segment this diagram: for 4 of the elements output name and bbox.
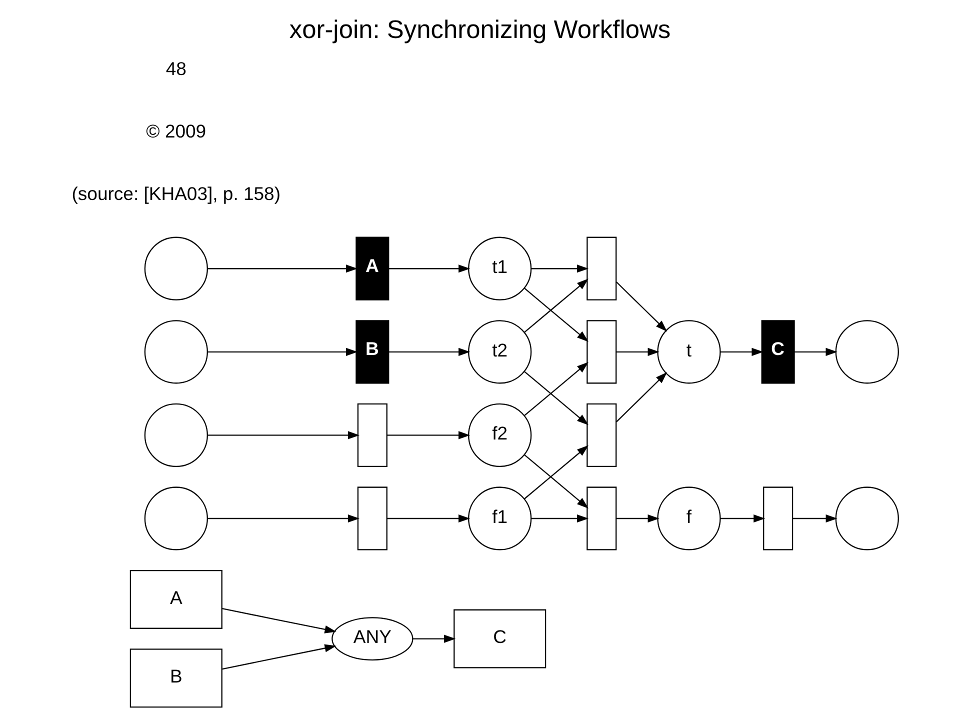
label: (source: [KHA03], p. 158) <box>72 183 281 204</box>
label: 48 <box>166 58 186 80</box>
label: © 2009 <box>146 120 206 142</box>
diagram-title: xor-join: Synchronizing Workflows <box>289 16 671 44</box>
